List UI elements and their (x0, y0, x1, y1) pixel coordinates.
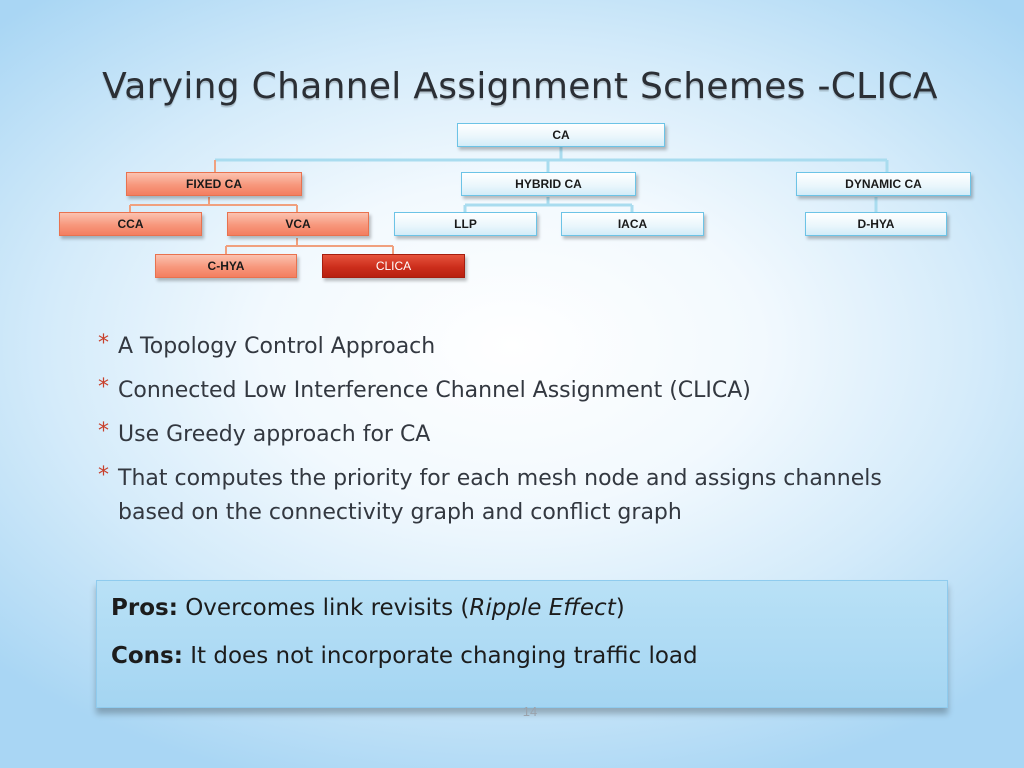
cons-text: It does not incorporate changing traffic… (182, 643, 698, 669)
bullet-star: * (98, 375, 109, 400)
node-cca: CCA (59, 212, 202, 236)
bullet-text: That computes the priority for each mesh… (118, 466, 882, 525)
bullet-item: * Use Greedy approach for CA (98, 418, 898, 452)
bullet-list: * A Topology Control Approach * Connected … (98, 330, 898, 540)
bullet-item: * Connected Low Interference Channel Assi… (98, 374, 898, 408)
pros-text-end: ) (615, 595, 625, 621)
slide-title: Varying Channel Assignment Schemes -CLIC… (102, 66, 938, 107)
page-number: 14 (522, 704, 538, 719)
bullet-star: * (98, 419, 109, 444)
node-d-hya: D-HYA (805, 212, 947, 236)
cons-line: Cons: It does not incorporate changing t… (111, 639, 947, 673)
node-ca: CA (457, 123, 665, 147)
bullet-text: Use Greedy approach for CA (118, 422, 431, 447)
bullet-item: * That computes the priority for each mes… (98, 462, 898, 530)
node-dynamic-ca: DYNAMIC CA (796, 172, 971, 196)
node-iaca: IACA (561, 212, 704, 236)
node-fixed-ca: FIXED CA (126, 172, 302, 196)
pros-line: Pros: Overcomes link revisits (Ripple Ef… (111, 591, 947, 625)
node-clica: CLICA (322, 254, 465, 278)
pros-italic-text: Ripple Effect (469, 595, 616, 621)
cons-label: Cons: (111, 643, 183, 669)
node-hybrid-ca: HYBRID CA (461, 172, 636, 196)
node-llp: LLP (394, 212, 537, 236)
pros-cons-box: Pros: Overcomes link revisits (Ripple Ef… (96, 580, 948, 708)
bullet-text: A Topology Control Approach (118, 334, 436, 359)
bullet-star: * (98, 331, 109, 356)
pros-label: Pros: (111, 595, 178, 621)
node-c-hya: C-HYA (155, 254, 297, 278)
pros-text: Overcomes link revisits ( (177, 595, 470, 621)
bullet-item: * A Topology Control Approach (98, 330, 898, 364)
node-vca: VCA (227, 212, 369, 236)
bullet-text: Connected Low Interference Channel Assig… (118, 378, 751, 403)
bullet-star: * (98, 463, 109, 488)
